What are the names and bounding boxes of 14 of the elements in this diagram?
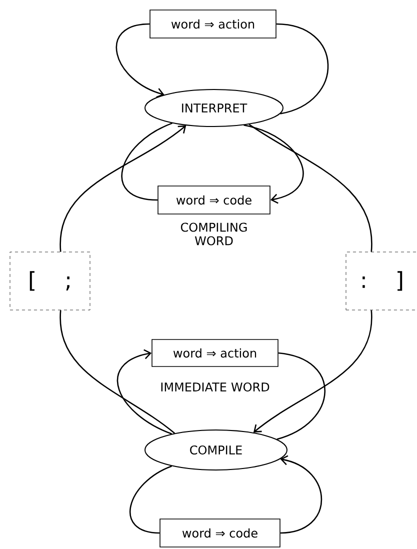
action-box: word ⇒ action [152,339,278,367]
arrow [280,455,322,534]
action-box: word ⇒ action [150,10,276,38]
word-box: : ] [346,252,417,310]
action-box: word ⇒ code [158,186,270,214]
caption-text: IMMEDIATE WORD [161,382,270,392]
arrow [116,23,164,98]
word-box: [ ; [10,252,90,310]
action-box: word ⇒ code [160,518,280,548]
arrow [244,124,304,204]
arrow [253,310,372,433]
arrow [60,125,186,252]
caption-text: COMPILING WORD [180,222,247,246]
arrow [116,349,172,434]
